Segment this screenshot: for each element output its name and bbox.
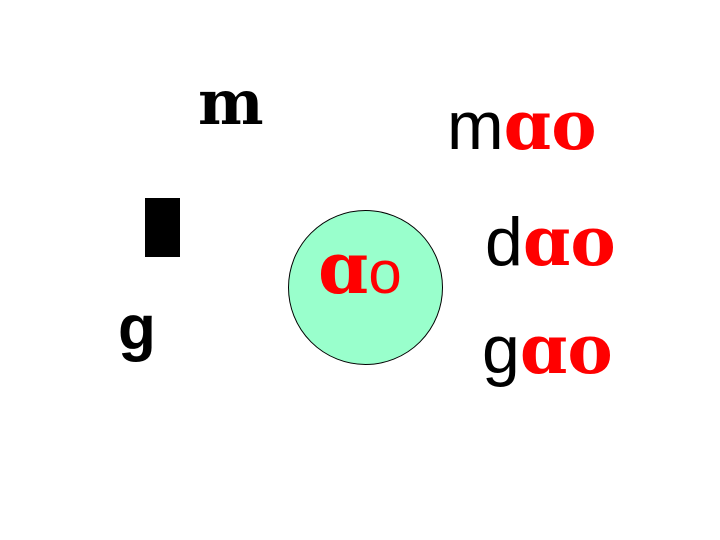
final-circle-label: ɑo (318, 232, 402, 305)
final-circle (288, 210, 443, 365)
initial-g-letter: g (118, 294, 156, 363)
syllable-final: ɑo (519, 310, 613, 390)
final-circle-o: o (368, 239, 402, 306)
syllable-mao: mɑo (447, 92, 597, 160)
syllable-dao: dɑo (485, 208, 616, 276)
initial-m-letter: m (198, 66, 264, 139)
syllable-initial: d (485, 204, 523, 280)
syllable-gao: gɑo (482, 316, 613, 384)
syllable-final: ɑo (503, 86, 597, 166)
syllable-final: ɑo (522, 202, 616, 282)
syllable-initial: g (482, 312, 520, 388)
initial-d-block (145, 198, 180, 257)
final-circle-a: ɑ (318, 225, 369, 310)
syllable-initial: m (447, 88, 504, 164)
